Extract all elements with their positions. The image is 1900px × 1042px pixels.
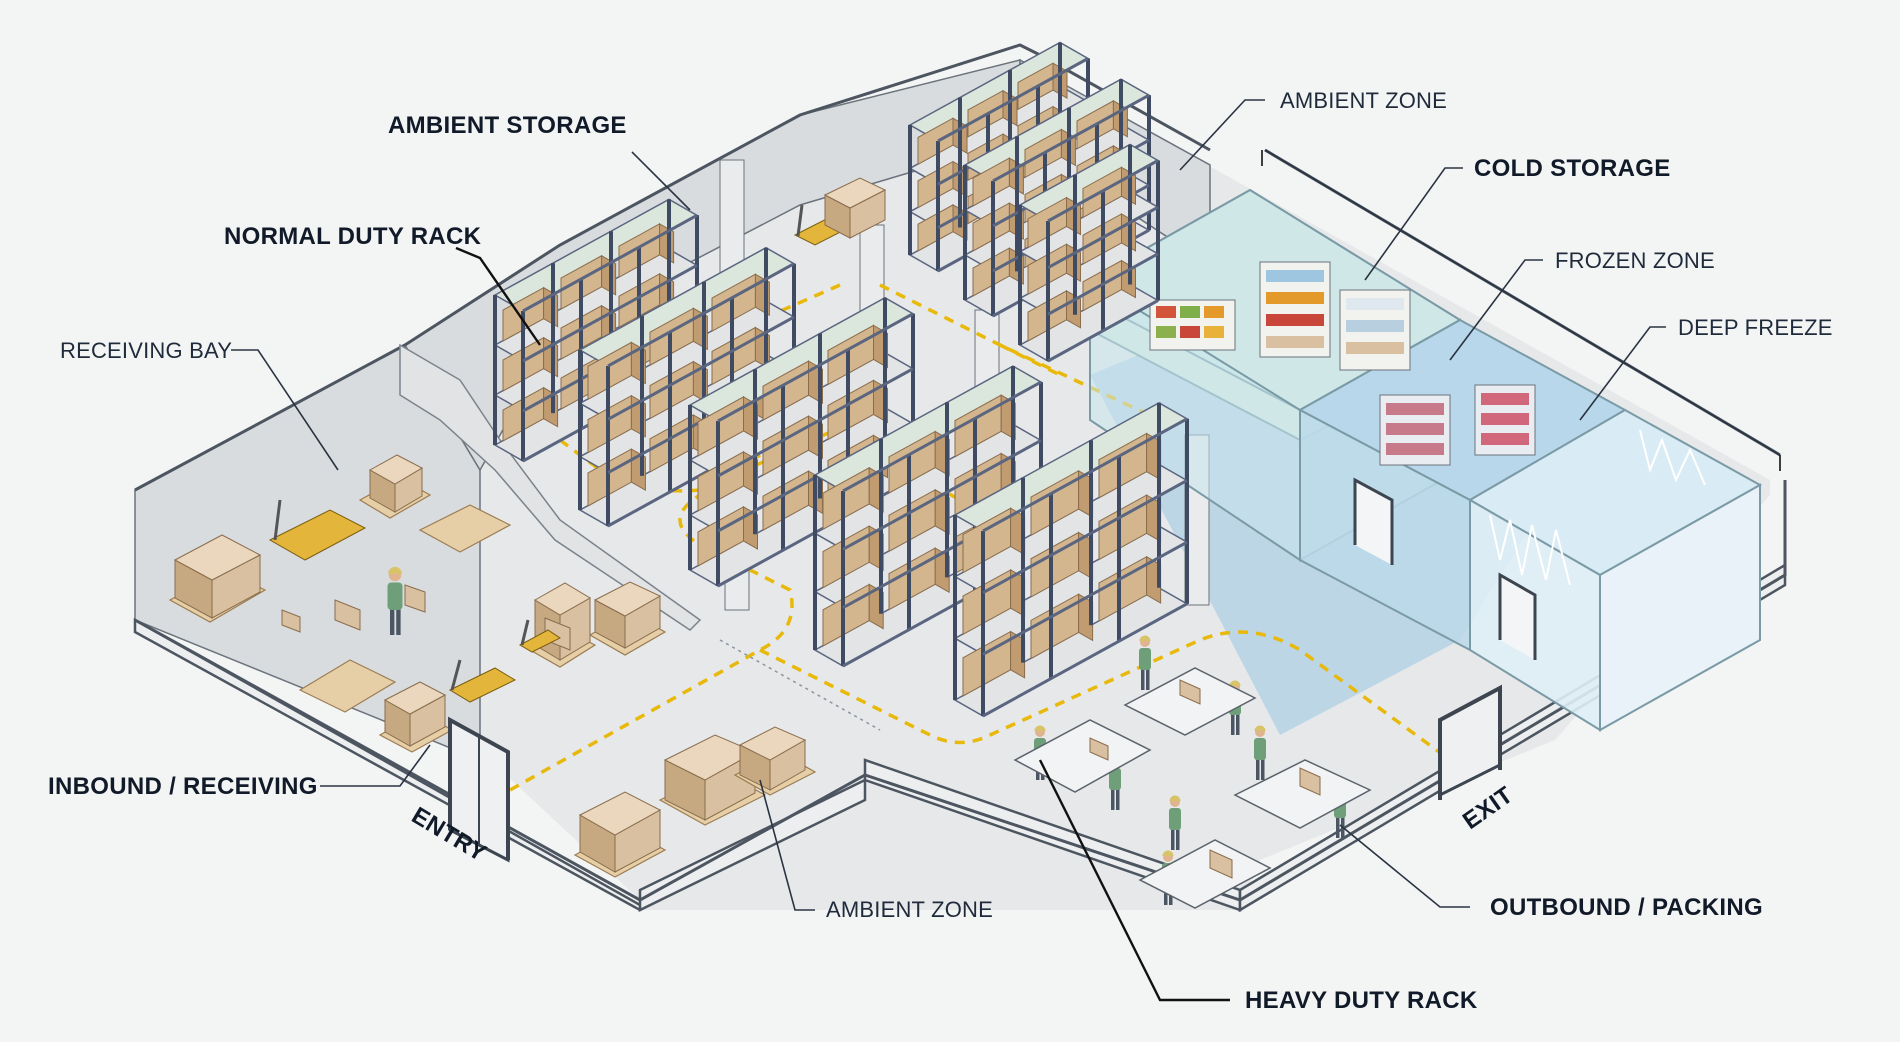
pallet-jack-icon <box>448 659 517 703</box>
storage-racks <box>493 41 1189 718</box>
worker-icon <box>1254 725 1266 780</box>
back-corner-boxes <box>823 177 887 239</box>
label-normal-duty-rack: NORMAL DUTY RACK <box>224 223 482 250</box>
packing-table <box>1233 759 1372 829</box>
callout-labels: AMBIENT STORAGE NORMAL DUTY RACK RECEIVI… <box>48 88 1833 1014</box>
packing-table <box>1138 839 1272 909</box>
storage-rack-icon <box>1018 143 1160 363</box>
loose-box <box>281 609 301 633</box>
cardboard-box-icon <box>1089 737 1109 761</box>
cardboard-box-icon <box>1209 849 1233 879</box>
callout-leaders <box>231 99 1781 1002</box>
pallet-stack <box>733 726 817 796</box>
label-frozen-zone: FROZEN ZONE <box>1555 248 1715 273</box>
pallet-jack-icon <box>268 499 367 561</box>
worker-icon <box>387 566 403 635</box>
pallet-stack <box>378 681 454 753</box>
pallet-jack-icon <box>518 619 561 653</box>
packing-stations <box>1013 667 1372 909</box>
label-outbound-packing: OUTBOUND / PACKING <box>1490 894 1763 921</box>
label-inbound-receiving: INBOUND / RECEIVING <box>48 773 318 800</box>
storage-rack-icon <box>953 401 1189 718</box>
label-exit: EXIT <box>1458 781 1518 834</box>
cardboard-box-icon <box>1299 767 1321 796</box>
label-ambient-storage: AMBIENT STORAGE <box>388 112 627 139</box>
empty-pallet <box>298 659 397 713</box>
pallet-stack <box>358 454 432 519</box>
exit-door <box>1438 684 1502 800</box>
empty-pallet <box>418 504 512 553</box>
label-deep-freeze: DEEP FREEZE <box>1678 315 1833 340</box>
pallet-stack <box>573 791 667 878</box>
cold-storage-produce-shelves <box>1149 261 1536 466</box>
pallet-stack <box>588 581 667 656</box>
cold-room-doorways <box>1353 477 1537 660</box>
loose-box <box>404 584 426 613</box>
label-receiving-bay: RECEIVING BAY <box>60 338 232 363</box>
entry-door <box>448 716 510 863</box>
cardboard-box-icon <box>1179 679 1201 705</box>
packing-table <box>1123 667 1257 736</box>
receiving-area-items <box>168 454 817 878</box>
label-cold-storage: COLD STORAGE <box>1474 155 1671 182</box>
label-ambient-zone-top: AMBIENT ZONE <box>1280 88 1447 113</box>
label-heavy-duty-rack: HEAVY DUTY RACK <box>1245 987 1478 1014</box>
loose-box <box>334 599 361 631</box>
packing-table <box>1013 719 1152 793</box>
pallet-stack <box>168 534 267 623</box>
label-ambient-zone-bottom: AMBIENT ZONE <box>826 897 993 922</box>
worker-icon <box>1169 795 1181 850</box>
worker-icon <box>1139 635 1151 690</box>
